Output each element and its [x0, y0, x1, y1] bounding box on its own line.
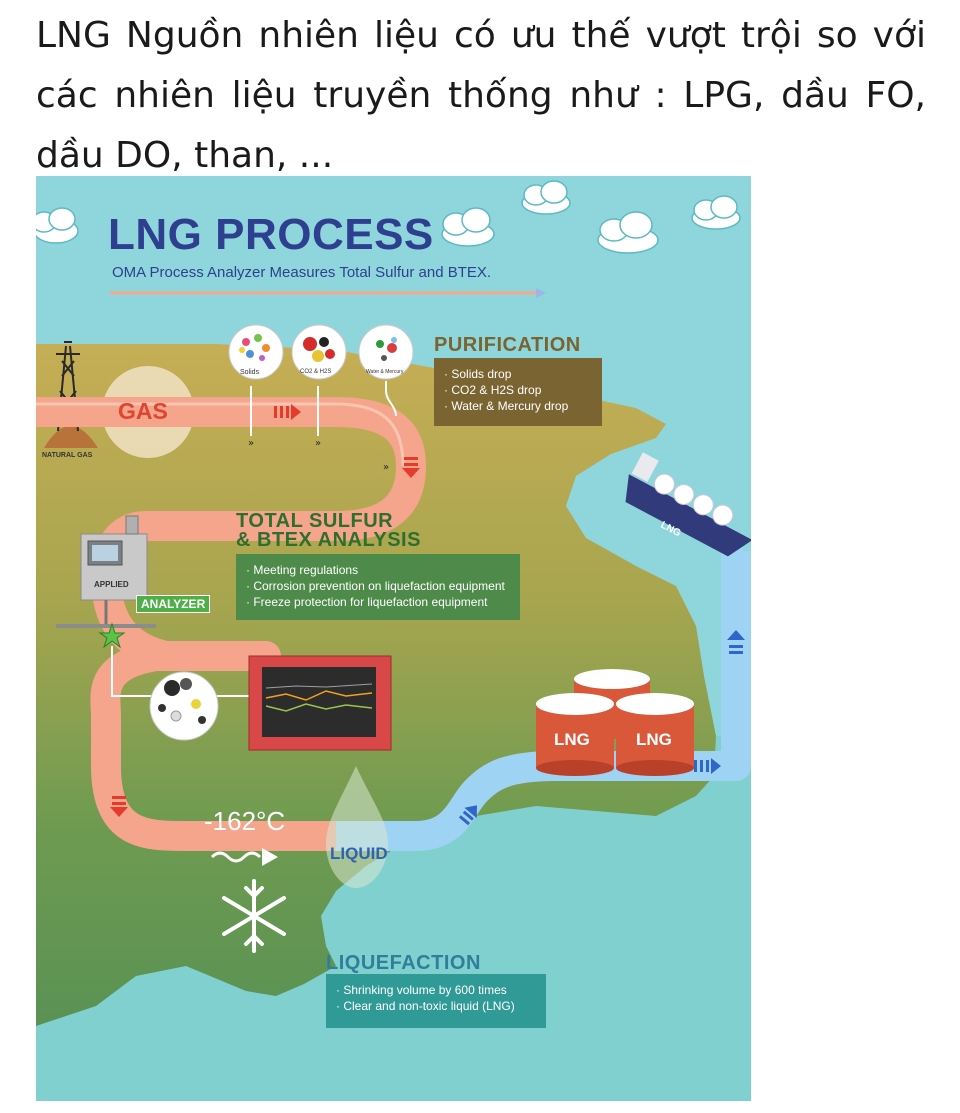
liquefaction-item: Clear and non-toxic liquid (LNG): [336, 998, 536, 1014]
article-heading: LNG Nguồn nhiên liệu có ưu thế vượt trội…: [36, 15, 926, 176]
liquefaction-title: LIQUEFACTION: [326, 952, 481, 974]
infographic-title: LNG PROCESS: [108, 210, 434, 259]
cooling-wave-icon: [210, 851, 262, 863]
analyzer-label: ANALYZER: [136, 595, 211, 613]
lng-tank-label: LNG: [554, 730, 590, 749]
lng-tank-label: LNG: [636, 730, 672, 749]
analysis-item: Freeze protection for liquefaction equip…: [246, 594, 510, 610]
liquefaction-box: Shrinking volume by 600 times Clear and …: [326, 974, 546, 1028]
svg-text:»: »: [383, 462, 389, 473]
purification-box: Solids drop CO2 & H2S drop Water & Mercu…: [434, 358, 602, 426]
arrow-right-icon: [694, 758, 721, 774]
flow-arrows-gas: [110, 404, 420, 817]
lng-process-infographic: » » »: [36, 176, 751, 1101]
cloud-icon: [597, 211, 659, 254]
water-mercury-bubble: [358, 324, 414, 380]
impurity-drop-lines: [250, 381, 397, 436]
analysis-item: Corrosion prevention on liquefaction equ…: [246, 578, 510, 594]
purification-item: Water & Mercury drop: [444, 398, 592, 414]
analyzer-brand: APPLIED: [94, 580, 129, 589]
analysis-title: TOTAL SULFUR & BTEX ANALYSIS: [236, 510, 421, 551]
arrow-down-icon: [402, 457, 420, 478]
gas-pipeline: [36, 397, 426, 851]
purification-item: Solids drop: [444, 366, 592, 382]
clouds: [36, 180, 741, 254]
cloud-icon: [521, 180, 571, 215]
infographic-subtitle: OMA Process Analyzer Measures Total Sulf…: [112, 264, 492, 281]
liquid-pipeline: [336, 551, 751, 851]
cloud-icon: [441, 207, 495, 247]
btex-molecule-bubble: [149, 671, 219, 741]
temperature-label: -162°C: [204, 806, 286, 836]
cloud-icon: [36, 207, 79, 244]
flow-arrows-liquid: [458, 630, 745, 826]
snowflake-icon: [222, 879, 286, 953]
analysis-title-line2: & BTEX ANALYSIS: [236, 529, 421, 551]
purification-item: CO2 & H2S drop: [444, 382, 592, 398]
lng-tanker-ship: [625, 452, 751, 557]
co2-bubble-label: CO2 & H2S: [300, 369, 332, 375]
liquefaction-item: Shrinking volume by 600 times: [336, 982, 536, 998]
gas-label: GAS: [118, 398, 168, 424]
lng-storage-tanks: [536, 669, 694, 776]
arrow-down-icon: [110, 796, 128, 817]
analysis-item: Meeting regulations: [246, 562, 510, 578]
gas-reservoir: [44, 426, 98, 448]
natural-gas-label: NATURAL GAS: [42, 452, 93, 459]
analysis-box: Meeting regulations Corrosion prevention…: [236, 554, 520, 620]
solids-bubble-label: Solids: [240, 369, 260, 376]
subtitle-arrow-head: [536, 288, 546, 298]
analysis-title-line1: TOTAL SULFUR: [236, 510, 394, 532]
solids-bubble: [228, 324, 284, 380]
liquid-label: LIQUID: [330, 844, 388, 863]
arrow-right-icon: [274, 404, 301, 420]
chart-monitor: [248, 655, 392, 751]
co2-h2s-bubble: [291, 324, 347, 380]
arrow-diagonal-icon: [458, 805, 477, 826]
liquid-drop-icon: [326, 766, 388, 888]
svg-text:»: »: [315, 438, 321, 449]
infographic-artwork: » » »: [36, 176, 751, 1101]
analysis-point-star-icon: [98, 622, 126, 649]
drop-chevrons: » » »: [248, 438, 389, 473]
arrow-up-icon: [727, 630, 745, 654]
analyzer-device: [56, 515, 156, 628]
cloud-icon: [691, 195, 741, 230]
svg-text:»: »: [248, 438, 254, 449]
purification-title: PURIFICATION: [434, 334, 581, 356]
water-bubble-label: Water & Mercury: [366, 369, 404, 375]
